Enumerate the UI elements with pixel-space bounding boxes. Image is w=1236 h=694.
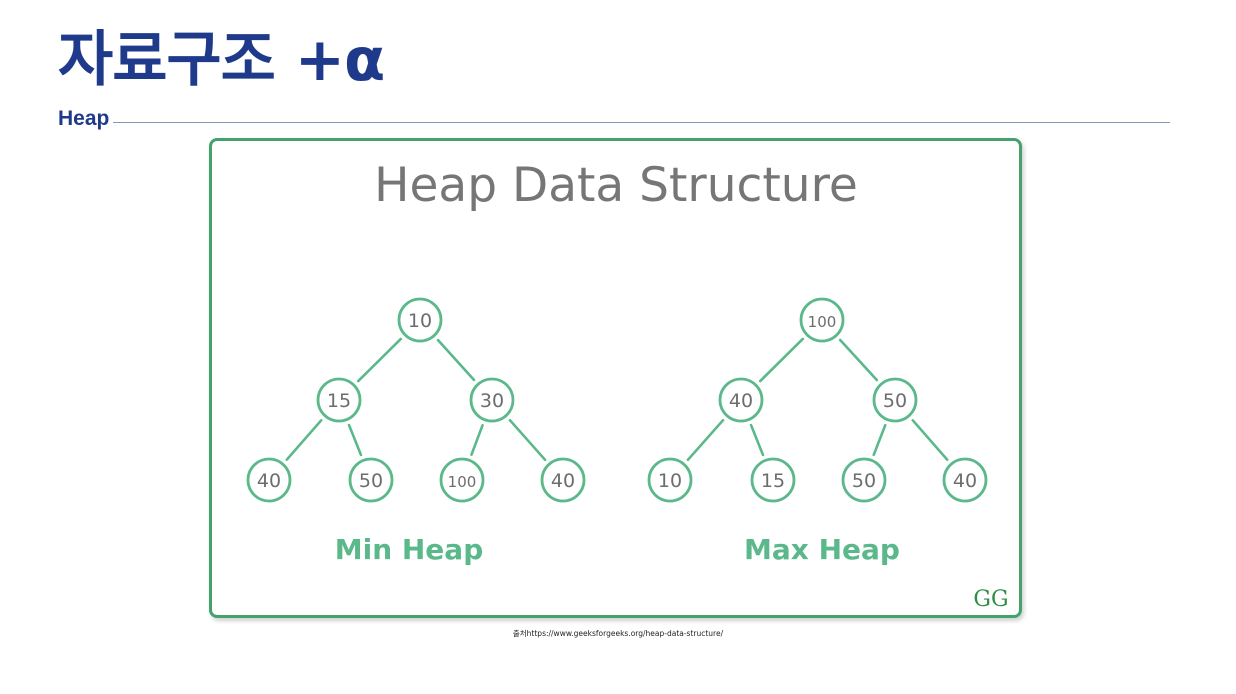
min-heap-node xyxy=(246,457,292,503)
max-heap-node xyxy=(942,457,988,503)
min-heap-node-value: 50 xyxy=(359,470,383,492)
max-heap-edge xyxy=(838,338,879,382)
max-heap-node-value: 15 xyxy=(761,470,785,492)
min-heap-node-value: 100 xyxy=(448,473,477,491)
header-divider xyxy=(113,121,1170,123)
subtitle-row: Heap xyxy=(58,106,1170,132)
min-heap-label: Min Heap xyxy=(335,533,484,566)
min-heap-node xyxy=(316,377,362,423)
gfg-logo: GG xyxy=(973,587,1008,612)
section-subtitle: Heap xyxy=(58,107,110,130)
min-heap-edge xyxy=(508,418,547,462)
max-heap-node-value: 50 xyxy=(852,470,876,492)
max-heap-edge xyxy=(872,423,887,457)
min-heap-node-value: 40 xyxy=(257,470,281,492)
max-heap-node xyxy=(750,457,796,503)
source-credit: 출처https://www.geeksforgeeks.org/heap-dat… xyxy=(512,629,724,638)
max-heap-edge xyxy=(686,418,725,462)
min-heap-edge xyxy=(356,337,403,383)
max-heap-edge xyxy=(911,419,949,461)
max-heap-node-value: 10 xyxy=(658,470,682,492)
slide-title: 자료구조 +α xyxy=(58,25,385,95)
max-heap-node-value: 40 xyxy=(953,470,977,492)
max-heap-node-value: 100 xyxy=(808,313,837,331)
min-heap-node-value: 15 xyxy=(327,390,351,412)
min-heap-node xyxy=(439,457,485,503)
min-heap-node-value: 30 xyxy=(480,390,504,412)
max-heap-node-value: 50 xyxy=(883,390,907,412)
min-heap-node xyxy=(540,457,586,503)
min-heap-node-value: 10 xyxy=(408,310,432,332)
max-heap-label: Max Heap xyxy=(744,533,900,566)
max-heap-edge xyxy=(758,337,805,383)
min-heap-edge xyxy=(470,423,484,457)
max-heap-node xyxy=(799,297,845,343)
min-heap-edge xyxy=(285,419,323,461)
figure-title: Heap Data Structure xyxy=(374,158,858,213)
min-heap-node xyxy=(397,297,443,343)
max-heap-node xyxy=(647,457,693,503)
min-heap-node xyxy=(348,457,394,503)
max-heap-node xyxy=(872,377,918,423)
min-heap-edge xyxy=(347,423,363,457)
min-heap-edge xyxy=(436,338,476,382)
max-heap-node xyxy=(841,457,887,503)
heap-figure-frame xyxy=(209,138,1022,618)
max-heap-node-value: 40 xyxy=(729,390,753,412)
min-heap-node-value: 40 xyxy=(551,470,575,492)
min-heap-node xyxy=(469,377,515,423)
max-heap-edge xyxy=(749,423,765,457)
max-heap-node xyxy=(718,377,764,423)
